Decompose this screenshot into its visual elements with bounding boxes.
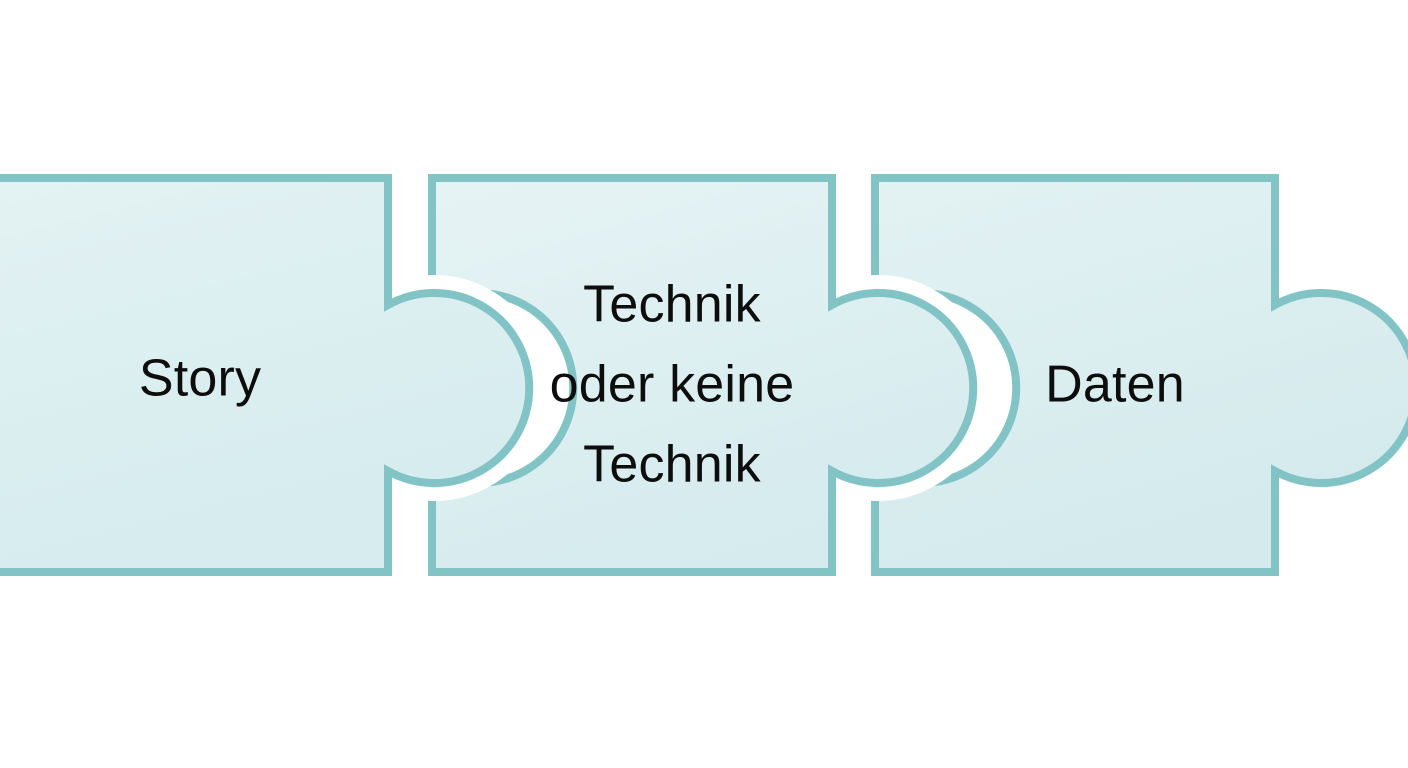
puzzle-piece-story[interactable]: Story xyxy=(0,160,548,590)
story-outline[interactable] xyxy=(0,174,534,576)
piece-label-daten: Daten xyxy=(1045,356,1185,414)
daten-outline[interactable] xyxy=(871,174,1408,576)
technik-outline[interactable] xyxy=(428,174,978,576)
piece-label-story: Story xyxy=(139,350,261,408)
puzzle-piece-daten[interactable]: Daten xyxy=(857,160,1408,590)
piece-label-technik-line3: Technik xyxy=(583,436,762,494)
piece-label-technik-line1: Technik xyxy=(583,276,762,334)
piece-label-technik-line2: oder keine xyxy=(550,356,795,414)
puzzle-piece-technik[interactable]: Technik oder keine Technik xyxy=(414,160,992,590)
